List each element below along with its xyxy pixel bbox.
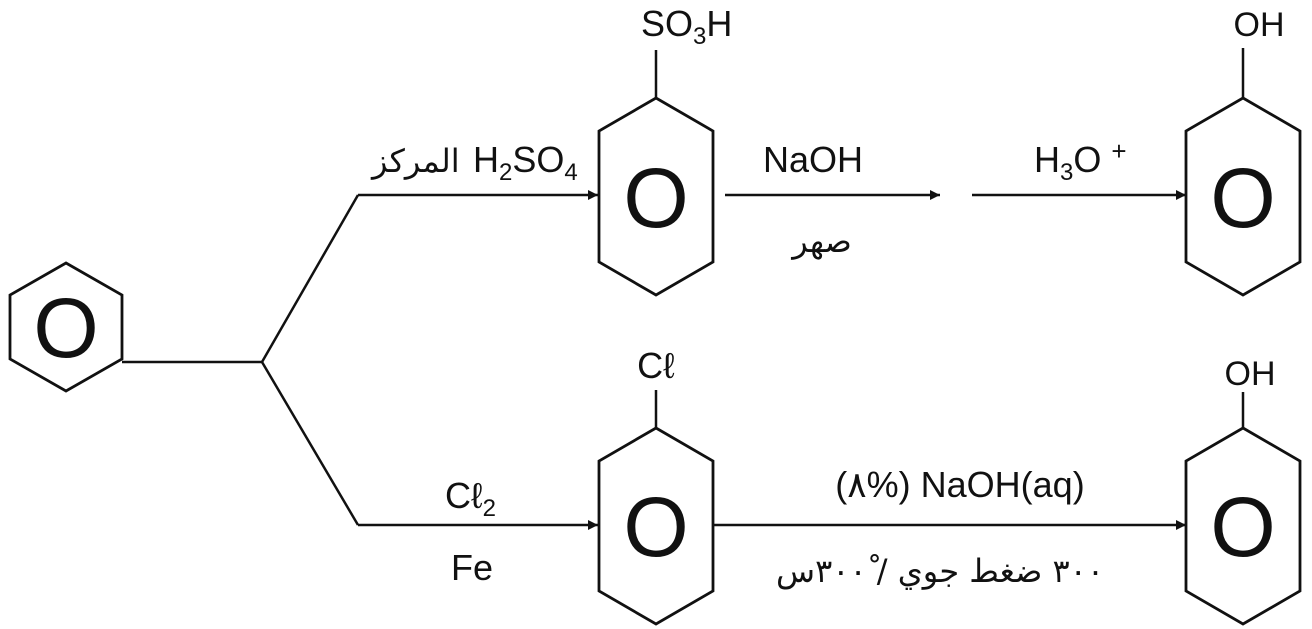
condition-hydrolysis: ٣٠٠ ضغط جوي / ٣٠٠ْس bbox=[776, 552, 1104, 590]
ring-center-glyph: O bbox=[623, 151, 688, 245]
ring-center-glyph: O bbox=[623, 480, 688, 574]
branch-lines bbox=[122, 194, 360, 526]
substituent-so3h: SO3H bbox=[641, 3, 732, 50]
reagent-h2so4: H2SO4 bbox=[473, 139, 578, 186]
ring-center-glyph: O bbox=[1210, 480, 1275, 574]
substituent-oh: OH bbox=[1234, 6, 1285, 44]
substituent-cl: Cℓ bbox=[637, 345, 675, 386]
phenol-bottom: O OH bbox=[1184, 355, 1302, 626]
reagent-cl2: Cℓ2 bbox=[445, 475, 496, 522]
ring-center-glyph: O bbox=[1210, 151, 1275, 245]
benzene-sulfonic-acid: O SO3H bbox=[597, 3, 732, 297]
acid-qualifier: المركز bbox=[370, 142, 460, 180]
phenol-top: O OH bbox=[1184, 6, 1302, 297]
ring-center-glyph: O bbox=[33, 281, 98, 375]
chlorobenzene: O Cℓ bbox=[597, 345, 715, 626]
reagent-naoh: NaOH bbox=[763, 139, 863, 180]
benzene-start: O bbox=[8, 261, 124, 393]
condition-fusion: صهر bbox=[790, 222, 852, 260]
reagent-h3o: H3O + bbox=[1034, 136, 1127, 186]
catalyst-fe: Fe bbox=[451, 547, 493, 588]
reagent-naoh-aq: (٨%) NaOH(aq) bbox=[835, 464, 1084, 505]
substituent-oh: OH bbox=[1225, 355, 1276, 393]
